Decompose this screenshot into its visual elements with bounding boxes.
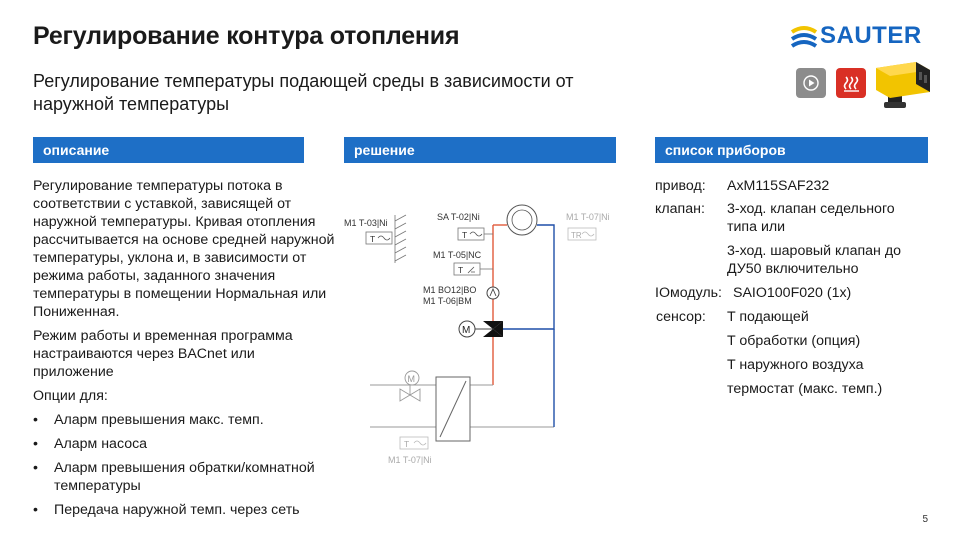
device-value: 3-ход. шаровый клапан до ДУ50 включитель…: [727, 243, 901, 277]
label-t07-primary: M1 T-07|Ni: [388, 455, 432, 465]
heating-icon: [843, 76, 859, 92]
logo-text: SAUTER: [820, 22, 922, 49]
device-value: SAIO100F020 (1x): [733, 285, 852, 301]
svg-text:M: M: [408, 374, 416, 384]
label-bo12: M1 BO12|BO: [423, 285, 476, 295]
description-paragraph: Опции для:: [33, 388, 108, 404]
device-value: термостат (макс. темп.): [727, 381, 883, 397]
list-item: Аларм превышения макс. темп.: [33, 411, 338, 429]
page-subtitle: Регулирование температуры подающей среды…: [33, 71, 574, 114]
three-way-valve-icon: [473, 321, 503, 337]
circulation-pump-icon: [486, 286, 500, 300]
room-radiator-icon: [511, 209, 533, 231]
valve-motor-icon: M: [458, 320, 476, 338]
svg-text:M: M: [462, 325, 470, 336]
label-t02: SA T-02|Ni: [437, 212, 480, 222]
return-pipe: [500, 224, 555, 330]
device-value: AxM115SAF232: [727, 178, 830, 194]
play-video-button[interactable]: [796, 68, 826, 98]
description-paragraph: Режим работы и временная программа настр…: [33, 328, 293, 380]
options-list: Аларм превышения макс. темп. Аларм насос…: [33, 411, 338, 519]
label-t07-room: M1 T-07|Ni: [566, 212, 610, 222]
section-header-devices: список приборов: [655, 137, 928, 163]
device-label: IOмодуль:: [655, 285, 722, 301]
primary-valve-icon: [399, 385, 421, 402]
outside-temp-sensor: T: [365, 231, 393, 245]
label-t05: M1 T-05|NC: [433, 250, 482, 260]
label-t06: M1 T-06|BM: [423, 296, 472, 306]
device-value: 3-ход. клапан седельного типа или: [727, 201, 895, 235]
device-value: T подающей: [727, 309, 809, 325]
room-temp-sensor: TR: [567, 227, 597, 241]
limit-thermostat: T: [453, 262, 493, 276]
page-title: Регулирование контура отопления: [33, 22, 460, 50]
device-label: сенсор:: [656, 309, 706, 325]
svg-text:TR: TR: [571, 231, 582, 240]
device-value: T обработки (опция): [727, 333, 861, 349]
device-label: привод:: [655, 178, 706, 194]
outside-wall-hatch: [394, 214, 407, 263]
section-header-solution: решение: [344, 137, 616, 163]
heating-circuit-diagram: M1 T-03|Ni T SA T-02|Ni T M1 T-07|Ni TR …: [344, 204, 610, 465]
sauter-logo-icon: [790, 26, 818, 48]
heating-button[interactable]: [836, 68, 866, 98]
heat-exchanger-icon: [435, 376, 471, 442]
supply-temp-sensor: T: [457, 227, 493, 241]
svg-text:T: T: [370, 234, 375, 244]
section-header-description: описание: [33, 137, 304, 163]
svg-text:T: T: [462, 230, 467, 240]
device-label: клапан:: [655, 201, 705, 217]
svg-text:T: T: [458, 265, 463, 275]
svg-text:T: T: [404, 439, 409, 449]
list-item: Аларм насоса: [33, 435, 338, 453]
description-paragraph: Регулирование температуры потока в соотв…: [33, 178, 335, 320]
label-t03: M1 T-03|Ni: [344, 218, 388, 228]
list-item: Аларм превышения обратки/комнатной темпе…: [33, 459, 338, 495]
device-value: T наружного воздуха: [727, 357, 864, 373]
primary-temp-sensor: T: [399, 436, 429, 450]
sauter-logo: SAUTER: [790, 22, 930, 52]
description-text: Регулирование температуры потока в соотв…: [33, 177, 338, 525]
page-number: 5: [922, 514, 928, 525]
list-item: Передача наружной темп. через сеть: [33, 501, 338, 519]
actuator-product-image: [876, 62, 930, 108]
primary-valve-motor-icon: M: [404, 370, 420, 386]
play-video-icon: [803, 75, 819, 91]
